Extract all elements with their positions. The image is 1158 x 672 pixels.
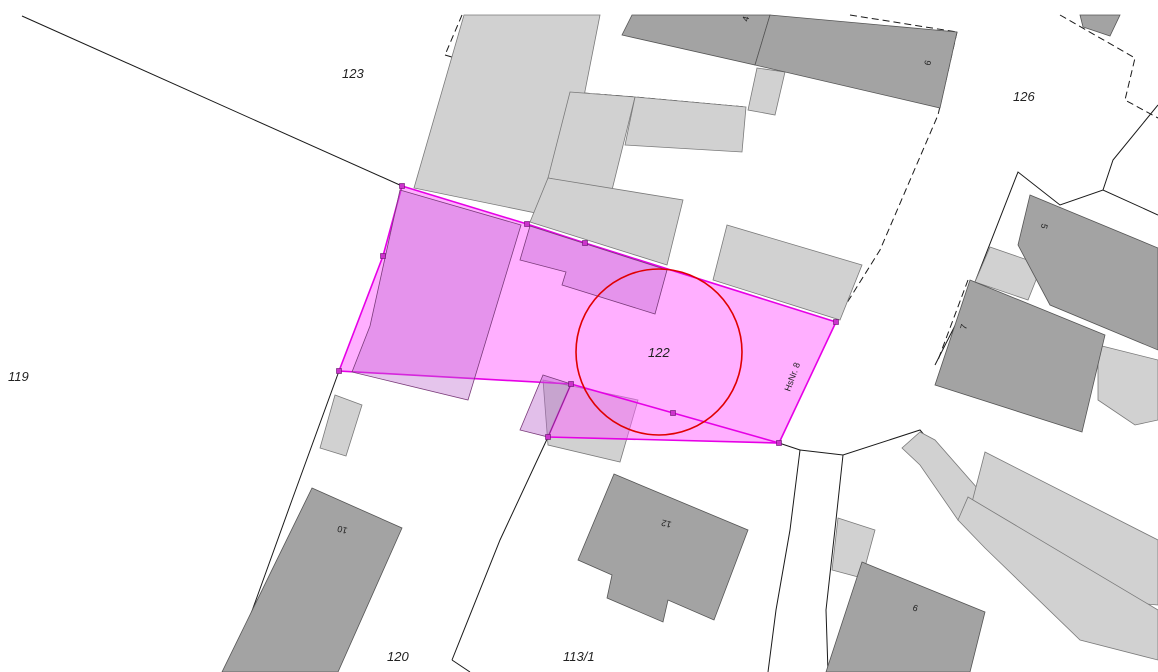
parcel-label-126: 126 [1013,89,1035,104]
boundary-123-west [21,15,403,187]
dashed-north-strip [849,14,958,33]
house-number-7: 7 [958,323,969,330]
building-7[interactable] [934,279,1106,433]
vertex-handle[interactable] [336,368,342,374]
building-east-row [957,496,1158,661]
selection-area[interactable] [337,184,838,444]
building-top-right[interactable] [1079,14,1121,37]
house-number-6-top: 6 [922,59,933,66]
building-9[interactable] [825,561,986,672]
building-123-annex [624,96,747,153]
vertex-handle[interactable] [670,410,676,416]
highlight-circle [575,268,743,436]
building-123-shed [529,177,684,266]
boundary-113-east [767,442,801,672]
house-number-6-bottom: 6 [911,602,919,613]
boundary-126-upper [1102,104,1158,191]
house-number-4: 4 [740,15,751,22]
vertex-handle[interactable] [399,183,405,189]
parcel-label-119: 119 [8,369,29,384]
building-10[interactable] [221,487,403,672]
building-5-annex [974,246,1043,301]
building-12[interactable] [577,473,749,623]
building-126-shed [712,224,863,321]
house-number-10: 10 [336,523,348,535]
vertex-handle[interactable] [545,434,551,440]
dashed-right-building [937,279,969,361]
main-buildings [221,14,1158,672]
vertex-handle[interactable] [568,381,574,387]
building-5[interactable] [1017,194,1158,351]
selected-parcel-122[interactable] [337,184,838,444]
parcel-label-122: 122 [648,345,670,360]
vertex-handle[interactable] [833,319,839,325]
building-7-annex [1097,344,1158,426]
parcel-labels: 123 126 119 122 120 113/1 [8,66,1035,664]
boundary-bottom-113 [451,659,471,672]
vertex-handles[interactable] [336,183,839,446]
vertex-handle[interactable] [582,240,588,246]
house-number-5: 5 [1039,222,1050,229]
boundary-road-inner [825,454,844,672]
dashed-east-126 [834,31,958,323]
building-4-annex [747,67,786,116]
selected-building-west [351,189,522,401]
vertex-handle[interactable] [776,440,782,446]
boundary-120-113 [451,436,549,661]
dashed-west-123 [444,14,463,56]
vertex-handle[interactable] [380,253,386,259]
building-120-small [319,394,363,457]
house-number-12: 12 [660,517,672,529]
vertex-handle[interactable] [524,221,530,227]
dashed-north-126 [1059,14,1158,119]
building-6-top[interactable] [754,14,958,109]
dashed-boundaries [444,14,1158,361]
parcel-label-113-1: 113/1 [563,649,595,664]
parcel-label-123: 123 [342,66,364,81]
parcel-label-120: 120 [387,649,409,664]
